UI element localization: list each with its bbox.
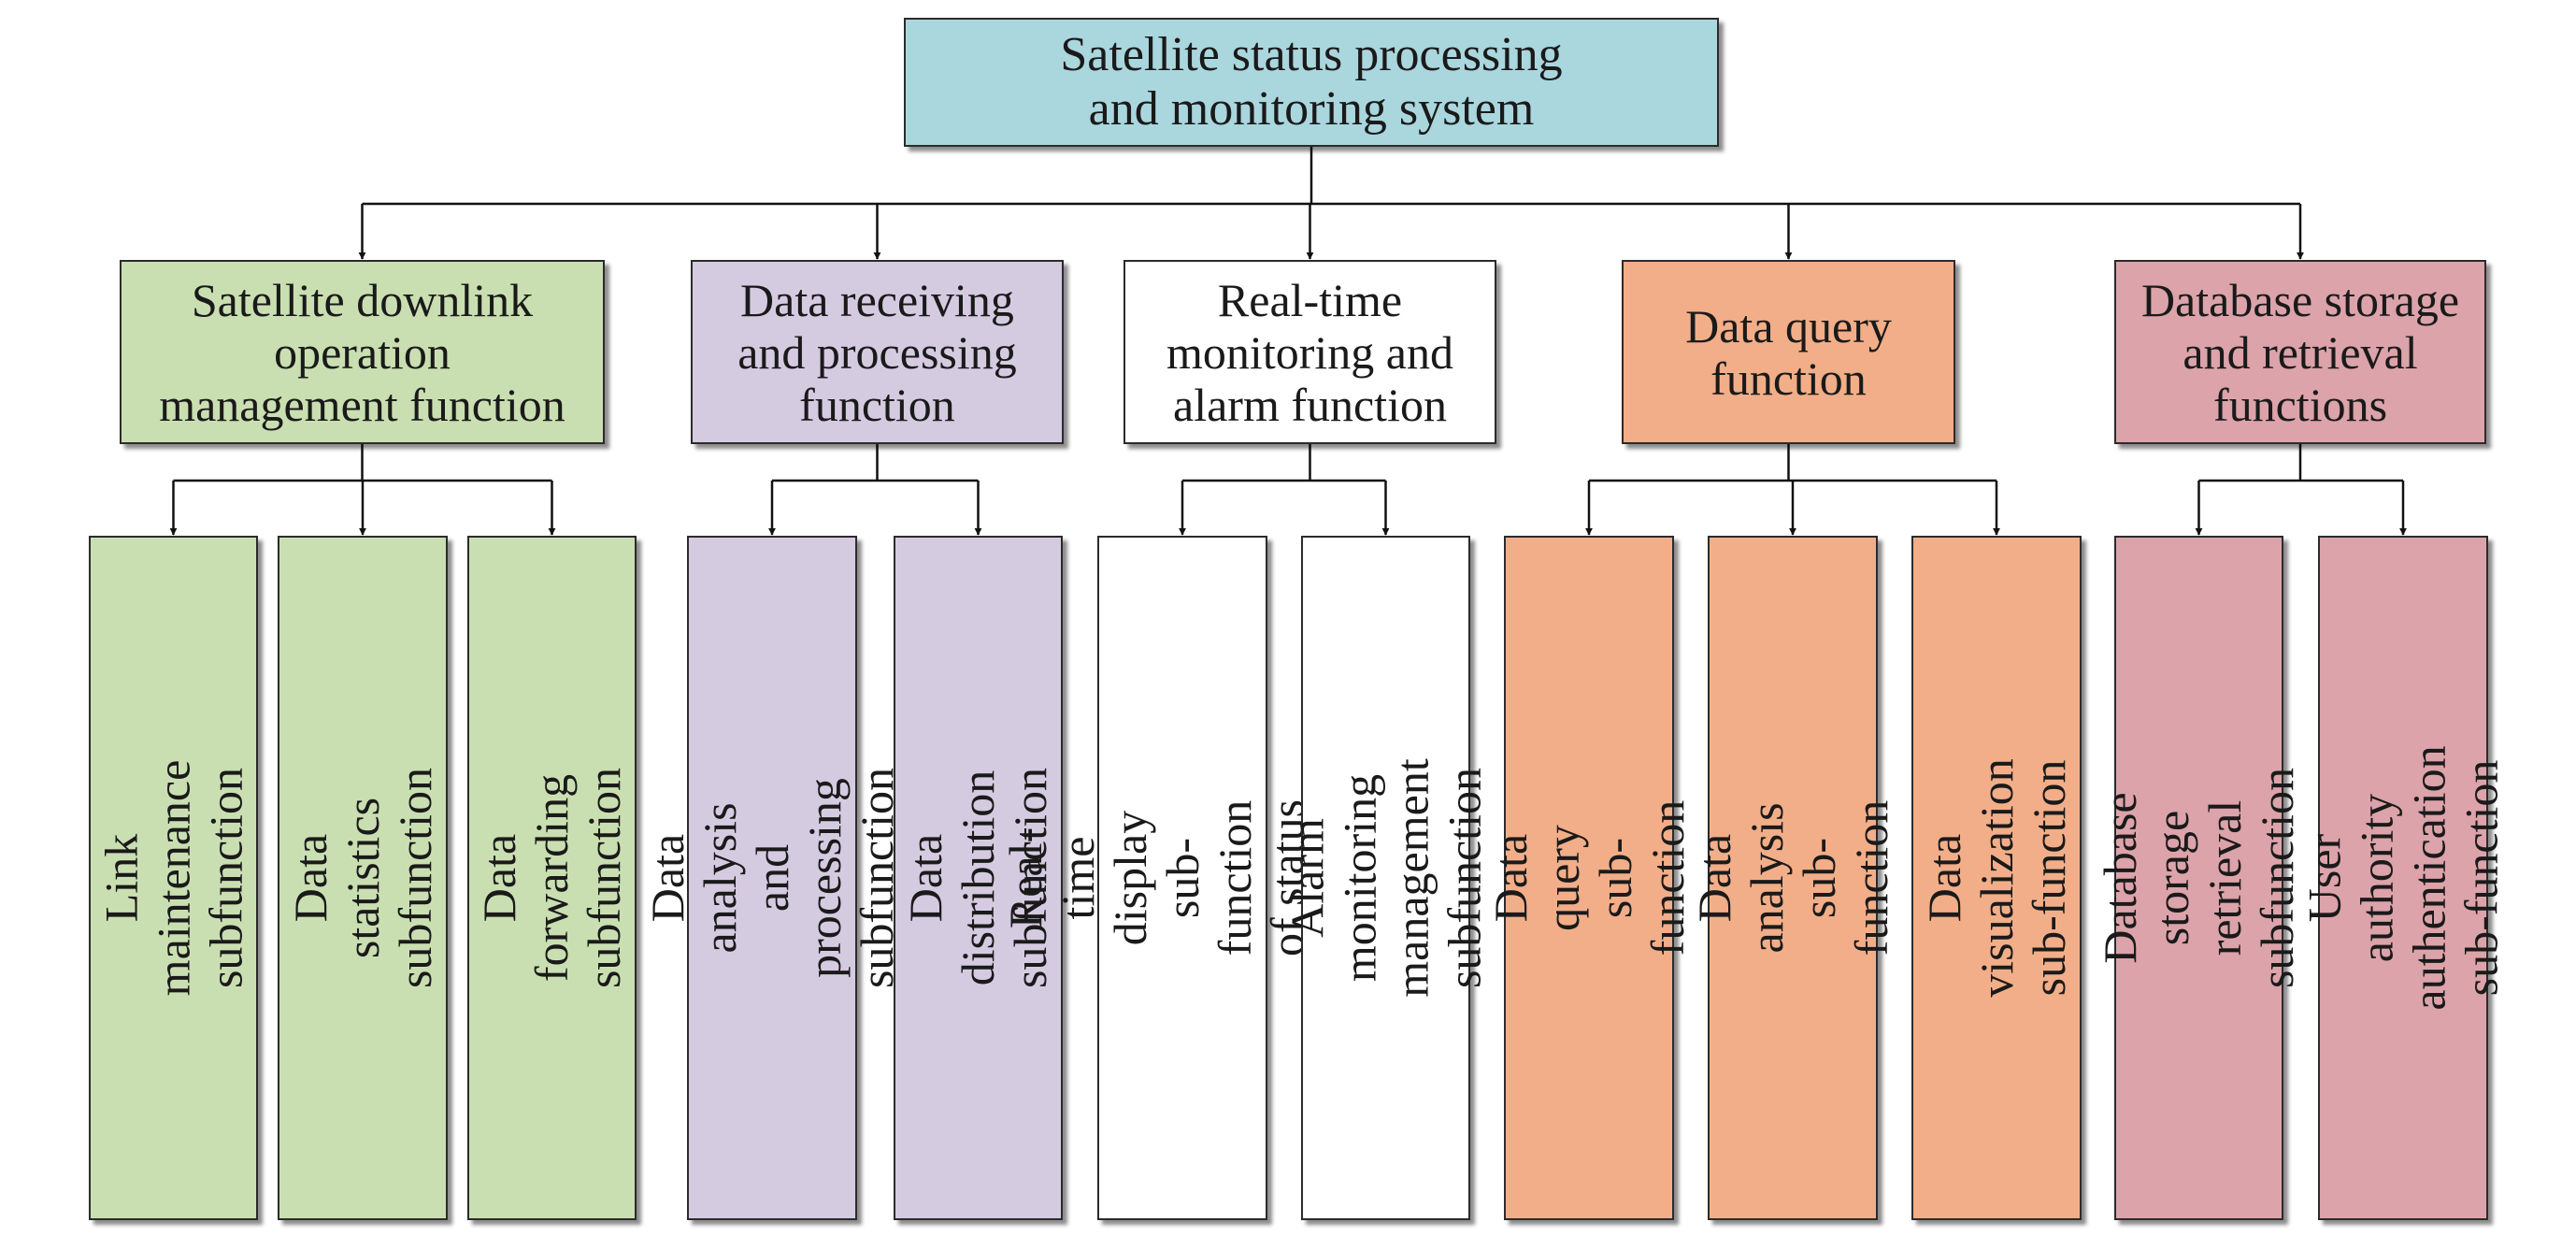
subfunction-box-user-authentication: User authority authentication sub-functi…	[2298, 536, 2508, 1220]
function-label: Database storage and retrieval functions	[2140, 273, 2460, 431]
subfunction-label: Link maintenance subfunction	[94, 759, 252, 997]
function-label: Real-time monitoring and alarm function	[1166, 273, 1453, 431]
subfunction-label: Data statistics subfunction	[284, 767, 442, 989]
root-system-box: Satellite status processing and monitori…	[904, 18, 1719, 147]
root-system-label: Satellite status processing and monitori…	[1060, 27, 1563, 136]
subfunction-label: Alarm monitoring management subfunction	[1281, 758, 1491, 998]
subfunction-box-data-distribution: Data distribution subfunction	[894, 536, 1063, 1220]
function-label: Data receiving and processing function	[737, 273, 1017, 431]
function-box-downlink-management: Satellite downlink operation management …	[120, 260, 605, 444]
subfunction-box-data-visualization: Data visualization sub-function	[1911, 536, 2082, 1220]
subfunction-label: Data visualization sub-function	[1918, 758, 2075, 998]
function-box-data-query: Data query function	[1622, 260, 1955, 444]
subfunction-label: Data analysis and processing subfunction	[641, 767, 903, 989]
function-box-database-storage: Database storage and retrieval functions	[2114, 260, 2486, 444]
subfunction-label: Database storage retrieval subfunction	[2094, 767, 2304, 989]
function-label: Satellite downlink operation management …	[159, 273, 565, 431]
subfunction-box-data-analysis-processing: Data analysis and processing subfunction	[641, 536, 903, 1220]
function-box-data-receiving: Data receiving and processing function	[691, 260, 1064, 444]
subfunction-box-realtime-display: Real-time display sub-function of status…	[999, 536, 1366, 1220]
subfunction-box-data-statistics: Data statistics subfunction	[278, 536, 448, 1220]
function-label: Data query function	[1685, 299, 1892, 405]
subfunction-box-alarm-monitoring: Alarm monitoring management subfunction	[1281, 536, 1491, 1220]
subfunction-label: Data analysis sub-function	[1688, 799, 1897, 956]
subfunction-box-database-retrieval: Database storage retrieval subfunction	[2095, 536, 2304, 1220]
subfunction-box-data-analysis: Data analysis sub-function	[1688, 536, 1897, 1220]
subfunction-box-link-maintenance: Link maintenance subfunction	[89, 536, 258, 1220]
function-box-realtime-monitoring: Real-time monitoring and alarm function	[1123, 260, 1496, 444]
subfunction-box-data-forwarding: Data forwarding subfunction	[467, 536, 637, 1220]
subfunction-label: Data query sub-function	[1484, 799, 1694, 956]
subfunction-box-data-query: Data query sub-function	[1484, 536, 1694, 1220]
subfunction-label: User authority authentication sub-functi…	[2298, 745, 2508, 1011]
subfunction-label: Data forwarding subfunction	[473, 767, 631, 989]
